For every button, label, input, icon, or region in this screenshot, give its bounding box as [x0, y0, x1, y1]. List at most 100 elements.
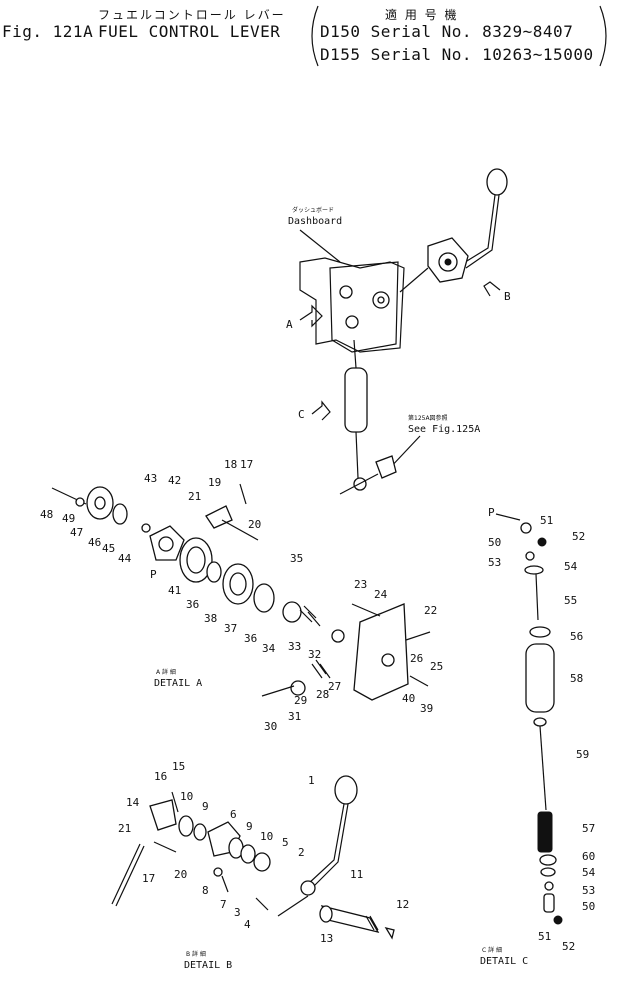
part-callout-13: 13: [320, 932, 333, 945]
control-rod-lower: [355, 431, 359, 479]
part-callout-58: 58: [570, 672, 583, 685]
title-japanese: フュエルコントロール レバー: [98, 8, 286, 22]
part-callout-2: 2: [298, 846, 305, 859]
ring-36: [206, 561, 222, 583]
view-label-a: A: [286, 318, 293, 331]
detail-a-title: DETAIL A: [154, 678, 202, 689]
bushing-10: [178, 815, 194, 837]
linkage-clip: [375, 455, 397, 479]
part-callout-18: 18: [224, 458, 237, 471]
see-fig-label-jp: 第125A図参照: [408, 414, 448, 422]
lever-rod: [465, 194, 500, 269]
port-label-a: P: [150, 568, 157, 581]
lever-pivot-pin: [444, 258, 452, 266]
spring-28: [311, 659, 331, 679]
part-callout-20: 20: [174, 868, 187, 881]
pin-50: [520, 522, 532, 534]
part-callout-43: 43: [144, 472, 157, 485]
part-callout-22: 22: [424, 604, 437, 617]
bracket-bolt: [345, 315, 359, 329]
lever-link: [399, 267, 429, 293]
part-callout-6: 6: [230, 808, 237, 821]
part-callout-55: 55: [564, 594, 577, 607]
part-callout-37: 37: [224, 622, 237, 635]
shaft-11-end: [319, 905, 333, 923]
washer-34: [282, 601, 302, 623]
part-callout-21: 21: [118, 822, 131, 835]
serial-range-d150: D150 Serial No. 8329~8407: [320, 22, 574, 41]
part-callout-16: 16: [154, 770, 167, 783]
part-callout-8: 8: [202, 884, 209, 897]
bolt-25: [405, 631, 431, 641]
part-callout-21: 21: [188, 490, 201, 503]
pivot-hole: [377, 296, 385, 304]
part-callout-27: 27: [328, 680, 341, 693]
detail-b-assembly: [111, 775, 395, 940]
part-callout-3: 3: [234, 906, 241, 919]
bearing-41-inner: [186, 546, 206, 574]
rod-59: [539, 725, 547, 811]
part-callout-7: 7: [220, 898, 227, 911]
knob-1: [334, 775, 358, 805]
clamp-19: [205, 505, 233, 529]
dashboard-outline: [299, 257, 405, 353]
part-callout-54: 54: [564, 560, 578, 573]
spring-33: [299, 605, 321, 627]
part-callout-32: 32: [308, 648, 321, 661]
part-callout-24: 24: [374, 588, 388, 601]
shaft-11-spline: [365, 915, 379, 931]
part-callout-40: 40: [402, 692, 415, 705]
detail-b-title-jp: B 詳 細: [186, 950, 206, 958]
bracket-bolt: [339, 285, 353, 299]
port-label-c: P: [488, 506, 495, 519]
bracket-right: [599, 5, 607, 67]
lever-bracket-plate: [329, 261, 399, 353]
part-callout-38: 38: [204, 612, 217, 625]
view-arrow-c: [311, 400, 331, 421]
view-arrow-b: [483, 281, 501, 297]
part-callout-4: 4: [244, 918, 251, 931]
bolt-39: [409, 675, 429, 687]
bolt-30: [261, 685, 295, 697]
seal-9: [193, 823, 207, 841]
bolt-23: [351, 603, 381, 617]
part-callout-20: 20: [248, 518, 261, 531]
part-callout-10: 10: [260, 830, 273, 843]
pin-12: [384, 926, 395, 940]
washer-49: [75, 497, 85, 507]
detail-c-title: DETAIL C: [480, 956, 528, 967]
part-callout-1: 1: [308, 774, 315, 787]
ring-36b: [253, 583, 275, 613]
part-callout-45: 45: [102, 542, 115, 555]
figure-title: FUEL CONTROL LEVER: [98, 22, 281, 41]
boot-58: [525, 643, 555, 713]
control-rod-upper: [353, 339, 357, 369]
part-callout-17: 17: [142, 872, 155, 885]
part-callout-41: 41: [168, 584, 181, 597]
part-callout-57: 57: [582, 822, 595, 835]
part-callout-46: 46: [88, 536, 101, 549]
part-callout-35: 35: [290, 552, 303, 565]
nut-8: [213, 867, 223, 877]
ring-54: [524, 565, 544, 575]
part-callout-23: 23: [354, 578, 367, 591]
part-callout-11: 11: [350, 868, 363, 881]
washer-29: [290, 680, 306, 696]
view-label-c: C: [298, 408, 305, 421]
detail-c-assembly: [495, 513, 563, 925]
rod-17: [111, 843, 141, 905]
lever-hub-2: [300, 880, 316, 896]
part-callout-39: 39: [420, 702, 433, 715]
bracket-22-boss: [381, 653, 395, 667]
part-callout-31: 31: [288, 710, 301, 723]
bolt-20: [221, 519, 259, 541]
bracket-left: [311, 5, 319, 67]
seat-60: [539, 854, 557, 866]
bearing-37-inner: [229, 572, 247, 596]
ring-56: [529, 626, 551, 638]
cotter-51: [537, 537, 547, 547]
